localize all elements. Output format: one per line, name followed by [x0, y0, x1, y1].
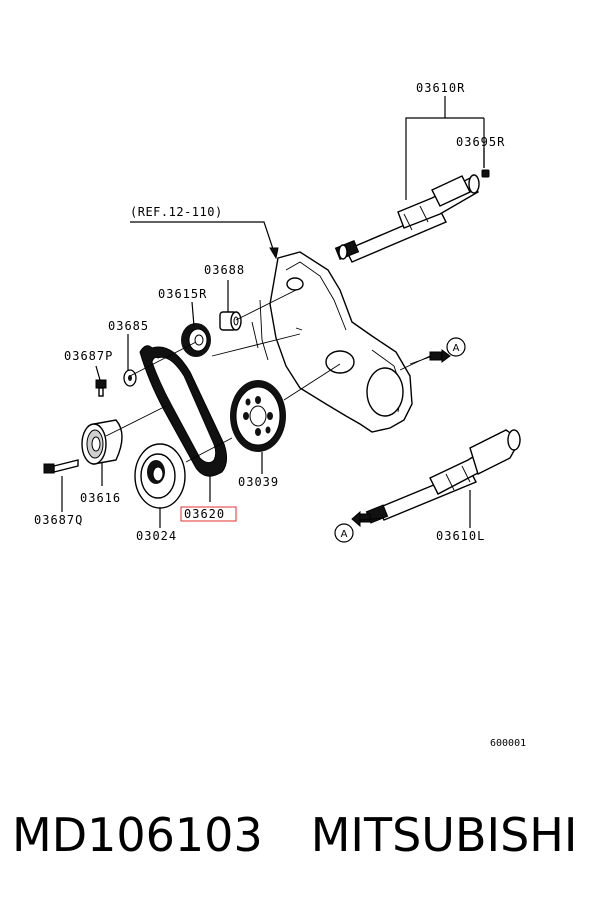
- washer-03685: [123, 369, 137, 387]
- label-03615R: 03615R: [158, 287, 207, 301]
- engine-case: [251, 251, 413, 433]
- circle-a-upper: A: [446, 337, 466, 357]
- spacer-03688: [219, 311, 242, 331]
- label-03610L: 03610L: [436, 529, 485, 543]
- balance-shaft-left: [365, 429, 521, 524]
- flange-03024: [134, 443, 186, 509]
- sprocket-03039: [230, 380, 286, 452]
- arrow-to-a-lower: [351, 510, 371, 528]
- circle-a-upper-label: A: [453, 343, 460, 354]
- bolt-03695R: [481, 169, 490, 178]
- center-lines: [105, 289, 431, 521]
- parts-diagram: A A 03610R 03695R (REF.12-110) 03688 036…: [34, 81, 526, 749]
- label-03687P: 03687P: [64, 349, 113, 363]
- label-03688: 03688: [204, 263, 245, 277]
- balance-shaft-right: [334, 174, 480, 263]
- footer: MD106103 MITSUBISHI: [12, 808, 592, 868]
- bolt-03687Q: [43, 459, 79, 474]
- brand-name: MITSUBISHI: [310, 808, 578, 862]
- label-03687Q: 03687Q: [34, 513, 83, 527]
- timing-belt-03620: [139, 345, 228, 477]
- label-03695R: 03695R: [456, 135, 505, 149]
- label-03685: 03685: [108, 319, 149, 333]
- highlight-box-03620: [180, 506, 237, 522]
- tensioner-03616: [81, 419, 123, 465]
- label-ref: (REF.12-110): [130, 205, 223, 219]
- part-number: MD106103: [12, 808, 263, 862]
- diagram-number: 600001: [490, 738, 526, 749]
- label-03610R: 03610R: [416, 81, 465, 95]
- arrow-to-a-upper: [409, 349, 451, 365]
- label-03024: 03024: [136, 529, 177, 543]
- label-03039: 03039: [238, 475, 279, 489]
- bolt-03687P: [95, 379, 107, 397]
- circle-a-lower-label: A: [341, 529, 348, 540]
- label-03620: 03620: [184, 507, 225, 521]
- leader-lines: [61, 96, 485, 528]
- label-03616: 03616: [80, 491, 121, 505]
- sprocket-03615R: [181, 323, 211, 357]
- circle-a-lower: A: [334, 523, 354, 543]
